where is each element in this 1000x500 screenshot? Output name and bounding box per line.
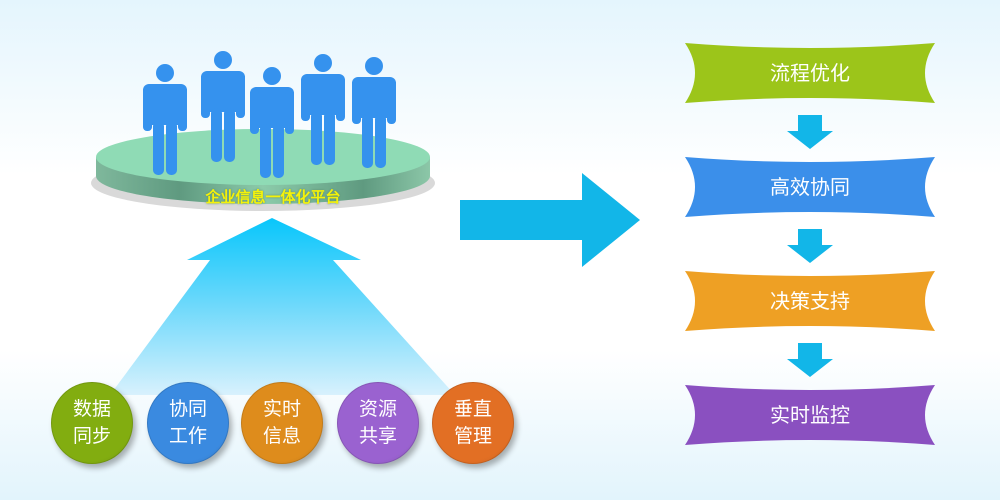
feature-line1: 资源: [358, 398, 397, 420]
feature-circle: 协同工作: [147, 382, 229, 464]
outcome-label: 高效协同: [770, 175, 850, 199]
down-arrow-icon: [787, 343, 833, 377]
feature-line1: 协同: [168, 398, 207, 420]
feature-circle: 数据同步: [51, 382, 133, 464]
outcome-label: 决策支持: [770, 289, 850, 313]
feature-line1: 垂直: [453, 398, 492, 420]
feature-line2: 同步: [72, 425, 111, 447]
right-arrow: [460, 173, 640, 267]
up-arrow: [110, 218, 455, 395]
down-arrow-icon: [787, 229, 833, 263]
outcome-banner: [685, 157, 935, 217]
outcome-banner: [685, 385, 935, 445]
person-icon: [301, 54, 345, 165]
person-icon: [352, 57, 396, 168]
feature-line1: 数据: [72, 398, 111, 420]
person-icon: [201, 51, 245, 162]
down-arrow-icon: [787, 115, 833, 149]
outcome-label: 实时监控: [770, 403, 850, 427]
outcome-banner: [685, 271, 935, 331]
feature-circle: 实时信息: [241, 382, 323, 464]
feature-line2: 管理: [453, 425, 492, 447]
person-icon: [143, 64, 187, 175]
feature-line1: 实时: [262, 398, 301, 420]
feature-line2: 信息: [262, 425, 301, 447]
feature-line2: 工作: [168, 425, 207, 447]
outcome-label: 流程优化: [770, 61, 850, 85]
feature-line2: 共享: [358, 425, 397, 447]
feature-circle: 垂直管理: [432, 382, 514, 464]
platform-label: 企业信息一体化平台: [205, 188, 341, 206]
feature-circle: 资源共享: [337, 382, 419, 464]
person-icon: [250, 67, 294, 178]
outcome-banner: [685, 43, 935, 103]
